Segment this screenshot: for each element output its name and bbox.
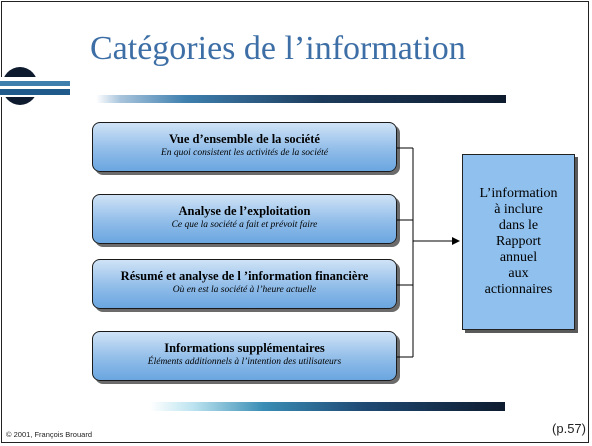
section-box-operations: Analyse de l’exploitation Ce que la soci… <box>92 194 397 244</box>
section-box-financial: Résumé et analyse de l ’information fina… <box>92 259 397 309</box>
section-title: Informations supplémentaires <box>164 341 325 355</box>
section-title: Vue d’ensemble de la société <box>169 132 320 146</box>
section-subtitle: Où en est la société à l’heure actuelle <box>172 285 317 295</box>
section-box-supplementary: Informations supplémentaires Éléments ad… <box>92 331 397 381</box>
slide-title: Catégories de l’information <box>90 30 466 67</box>
section-subtitle: Éléments additionnels à l’intention des … <box>147 357 342 367</box>
section-title: Analyse de l’exploitation <box>178 204 311 218</box>
result-box: L’information à inclure dans le Rapport … <box>462 154 575 330</box>
section-box-overview: Vue d’ensemble de la société En quoi con… <box>92 122 397 172</box>
logo-icon <box>0 67 70 105</box>
bottom-decorative-bar <box>150 402 505 411</box>
result-text: L’information à inclure dans le Rapport … <box>479 186 558 297</box>
footer-copyright: © 2001, François Brouard <box>6 430 92 439</box>
section-title: Résumé et analyse de l ’information fina… <box>120 269 369 283</box>
footer-page-reference: (p.57) <box>552 421 586 436</box>
section-subtitle: En quoi consistent les activités de la s… <box>160 148 328 158</box>
title-underline-bar <box>96 95 506 103</box>
section-subtitle: Ce que la société a fait et prévoit fair… <box>171 220 318 230</box>
